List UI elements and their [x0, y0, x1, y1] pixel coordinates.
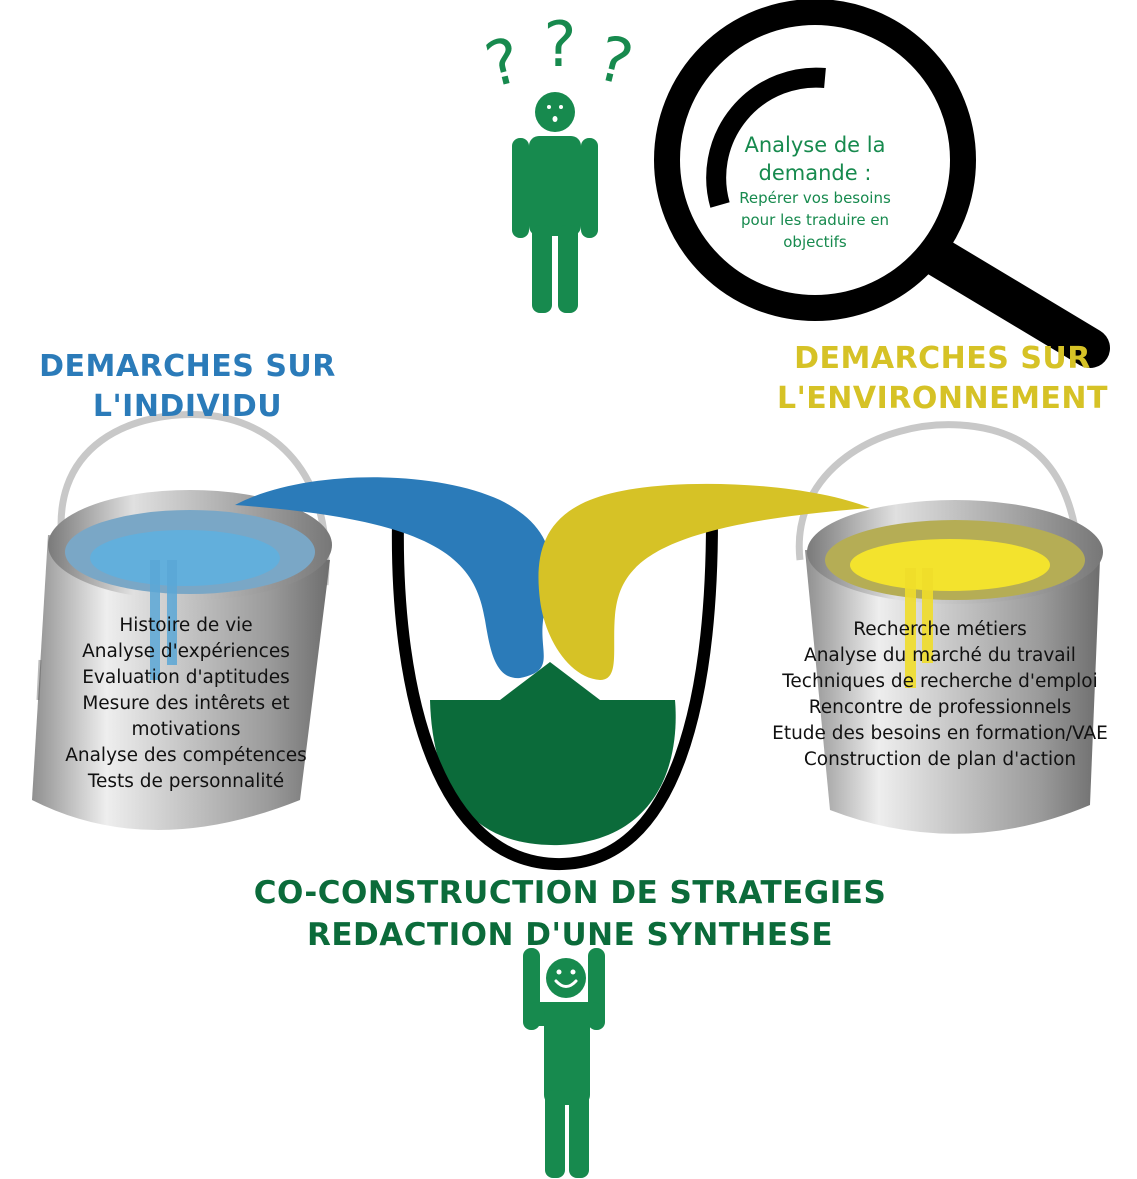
right-heading-line2: L'ENVIRONNEMENT — [776, 381, 1108, 416]
yellow-paint-stream — [538, 483, 870, 680]
magnifier-title-line2: demande : — [758, 161, 872, 185]
right-heading: DEMARCHES SUR L'ENVIRONNEMENT — [760, 339, 1125, 419]
blue-paint-stream — [235, 477, 552, 679]
magnifier-sub-line3: objectifs — [783, 233, 847, 251]
right-heading-line1: DEMARCHES SUR — [794, 341, 1091, 376]
list-item: Analyse des compétences — [65, 745, 307, 766]
right-activity-list: Recherche métiers Analyse du marché du t… — [745, 617, 1135, 773]
happy-person-icon — [523, 948, 605, 1178]
magnifying-glass-icon — [654, 0, 1110, 368]
list-item: Analyse du marché du travail — [804, 645, 1076, 666]
left-heading-line2: L'INDIVIDU — [92, 389, 283, 424]
list-item: Rencontre de professionnels — [808, 697, 1072, 718]
left-activity-list: Histoire de vie Analyse d'expériences Ev… — [30, 613, 342, 795]
list-item: Analyse d'expériences — [82, 641, 290, 662]
bottom-heading-line2: REDACTION D'UNE SYNTHESE — [306, 917, 834, 953]
bottom-heading-line1: CO-CONSTRUCTION DE STRATEGIES — [253, 875, 887, 911]
magnifier-title-line1: Analyse de la — [744, 133, 886, 157]
magnifier-sub-line1: Repérer vos besoins — [739, 189, 891, 207]
yellow-paint-can-icon — [795, 421, 1103, 834]
left-heading: DEMARCHES SUR L'INDIVIDU — [20, 347, 355, 427]
list-item: motivations — [131, 719, 241, 740]
list-item: Construction de plan d'action — [803, 749, 1077, 770]
bottom-heading: CO-CONSTRUCTION DE STRATEGIES REDACTION … — [220, 872, 920, 956]
list-item: Techniques de recherche d'emploi — [782, 671, 1098, 692]
magnifier-text: Analyse de la demande : Repérer vos beso… — [710, 131, 920, 253]
list-item: Mesure des intêrets et — [82, 693, 290, 714]
list-item: Etude des besoins en formation/VAE — [772, 723, 1108, 744]
blue-paint-can-icon — [32, 411, 332, 830]
list-item: Recherche métiers — [853, 619, 1027, 640]
question-mark-center: ? — [543, 8, 577, 81]
list-item: Evaluation d'aptitudes — [82, 667, 290, 688]
list-item: Histoire de vie — [119, 615, 253, 636]
magnifier-sub-line2: pour les traduire en — [740, 211, 890, 229]
left-heading-line1: DEMARCHES SUR — [39, 349, 336, 384]
worried-person-icon — [512, 92, 598, 313]
funnel-icon — [391, 519, 718, 871]
list-item: Tests de personnalité — [87, 771, 285, 792]
